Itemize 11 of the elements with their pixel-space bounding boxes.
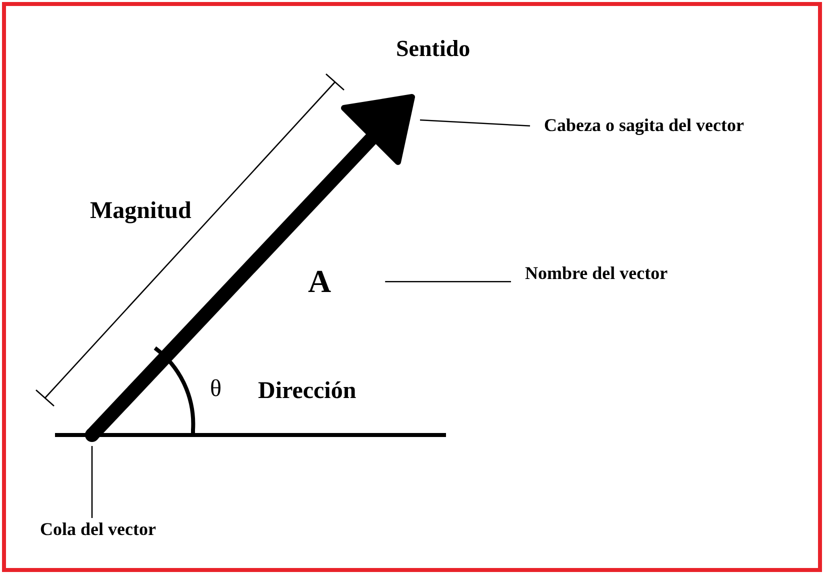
leader-line bbox=[420, 119, 530, 127]
vector-name-letter: A bbox=[308, 264, 332, 300]
leader-line bbox=[91, 446, 93, 518]
direction-sense-label: Sentido bbox=[396, 36, 470, 62]
callout-text: Cabeza o sagita del vector bbox=[544, 116, 744, 136]
magnitude-label: Magnitud bbox=[90, 198, 192, 224]
leader-line bbox=[385, 280, 511, 282]
callout-text: Nombre del vector bbox=[525, 264, 668, 284]
callout-text: Cola del vector bbox=[40, 520, 156, 540]
direction-label: Dirección bbox=[258, 378, 356, 404]
angle-symbol: θ bbox=[210, 376, 222, 402]
